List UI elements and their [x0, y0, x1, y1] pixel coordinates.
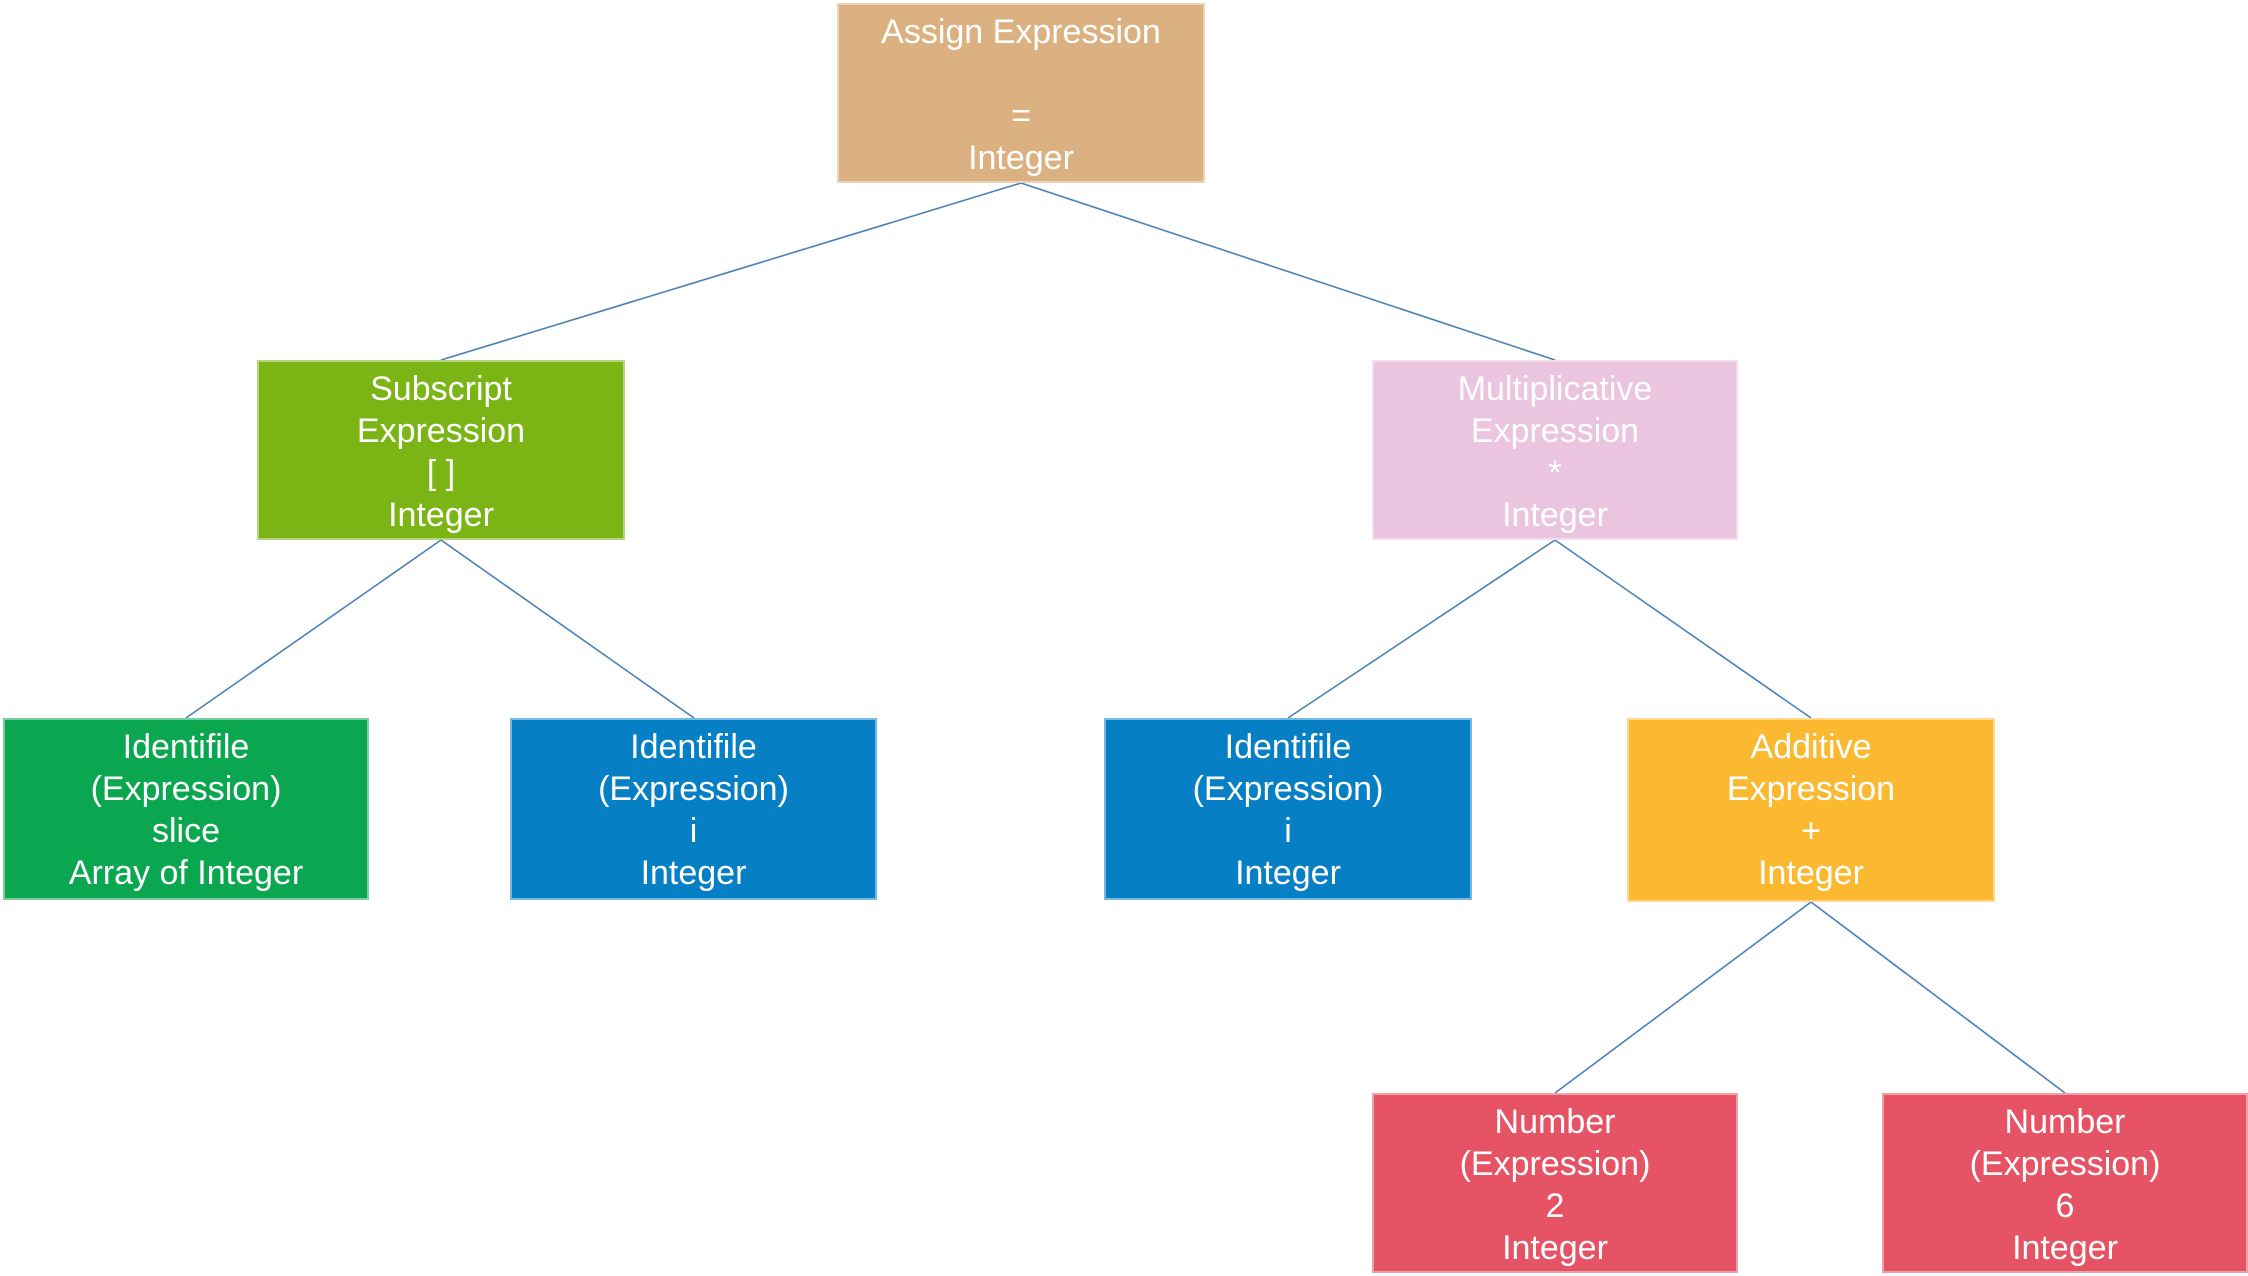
node-value: 6 [2055, 1187, 2075, 1225]
edge-multiplicative-additive [1554, 539, 1812, 719]
node-title: Subscript [370, 370, 512, 408]
node-title: Assign Expression [881, 13, 1161, 51]
node-operator: [ ] [426, 454, 456, 492]
node-number-6: Number (Expression) 6 Integer [1882, 1093, 2248, 1273]
edge-multiplicative-ident-i-right [1287, 539, 1556, 719]
node-multiplicative-expression: Multiplicative Expression * Integer [1372, 360, 1738, 540]
node-identifile-slice: Identifile (Expression) slice Array of I… [3, 718, 369, 900]
edge-assign-subscript [440, 182, 1022, 361]
edge-assign-multiplicative [1020, 182, 1556, 361]
edge-additive-number-6 [1810, 901, 2066, 1094]
node-type: Integer [388, 496, 494, 534]
node-title: Expression [1726, 770, 1896, 808]
edge-additive-number-2 [1554, 901, 1812, 1094]
node-additive-expression: Additive Expression + Integer [1627, 718, 1995, 902]
node-title: Number [1494, 1103, 1616, 1141]
node-kind: (Expression) [1969, 1145, 2161, 1183]
node-identifile-i-left: Identifile (Expression) i Integer [510, 718, 877, 900]
node-type: Integer [1502, 496, 1608, 534]
node-number-2: Number (Expression) 2 Integer [1372, 1093, 1738, 1273]
node-type: Array of Integer [68, 854, 304, 892]
node-title: Identifile [1224, 728, 1352, 766]
node-type: Integer [968, 139, 1074, 177]
node-title: Expression [1470, 412, 1640, 450]
node-value: 2 [1545, 1187, 1565, 1225]
node-assign-expression: Assign Expression = Integer [837, 3, 1205, 183]
node-subscript-expression: Subscript Expression [ ] Integer [257, 360, 625, 540]
node-type: Integer [1235, 854, 1341, 892]
node-spacer-line [839, 53, 1203, 95]
node-type: Integer [2012, 1229, 2118, 1267]
node-identifile-i-right: Identifile (Expression) i Integer [1104, 718, 1472, 900]
node-operator: + [1801, 812, 1821, 850]
node-title: Number [2004, 1103, 2126, 1141]
node-type: Integer [1502, 1229, 1608, 1267]
node-value: i [689, 812, 698, 850]
node-type: Integer [640, 854, 747, 892]
node-title: Additive [1750, 728, 1872, 766]
node-kind: (Expression) [1192, 770, 1384, 808]
node-kind: (Expression) [598, 770, 789, 808]
node-value: slice [151, 812, 221, 850]
node-value: i [1284, 812, 1292, 850]
node-title: Identifile [630, 728, 757, 766]
node-operator: * [1548, 454, 1562, 492]
node-type: Integer [1758, 854, 1864, 892]
node-kind: (Expression) [1459, 1145, 1651, 1183]
edge-subscript-ident-i-left [440, 539, 695, 719]
edge-subscript-ident-slice [185, 539, 442, 719]
node-operator: = [1011, 97, 1031, 135]
node-title: Multiplicative [1457, 370, 1653, 408]
node-title: Identifile [122, 728, 250, 766]
node-title: Expression [356, 412, 526, 450]
node-kind: (Expression) [90, 770, 282, 808]
